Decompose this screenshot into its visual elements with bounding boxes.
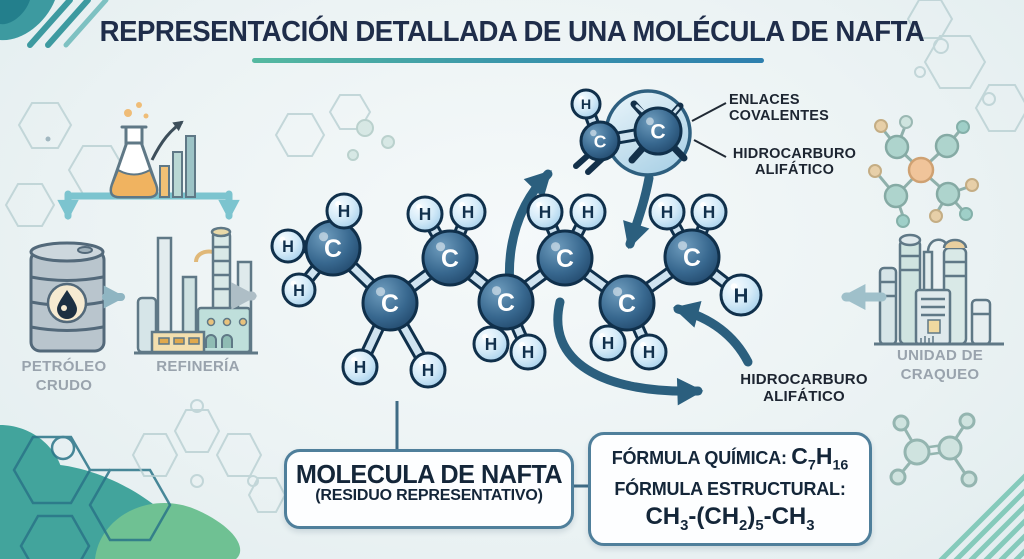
hydrogen-atom: H <box>589 324 627 362</box>
title-underline <box>252 58 764 63</box>
svg-text:C: C <box>381 291 399 318</box>
hydrogen-atom: H <box>630 333 668 371</box>
svg-text:H: H <box>419 204 432 224</box>
aliphatic-callout-bottom: HIDROCARBURO ALIFÁTICO <box>730 371 878 405</box>
svg-text:C: C <box>324 236 342 263</box>
hydrogen-atom: H <box>648 193 686 231</box>
naphtha-molecule-box: MOLECULA DE NAFTA (RESIDUO REPRESENTATIV… <box>284 449 574 529</box>
svg-text:C: C <box>594 131 607 151</box>
chemical-formula-label: FÓRMULA QUÍMICA: <box>611 448 787 468</box>
naphtha-box-subtitle: (RESIDUO REPRESENTATIVO) <box>315 487 543 504</box>
aliphatic-top-line1: HIDROCARBURO <box>732 146 857 162</box>
covalent-bonds-callout: ENLACES COVALENTES <box>729 92 830 125</box>
carbon-atom: C <box>477 273 535 331</box>
crude-oil-barrel-icon <box>29 241 106 353</box>
formula-box: FÓRMULA QUÍMICA: C7H16 FÓRMULA ESTRUCTUR… <box>588 432 872 546</box>
svg-text:C: C <box>618 291 636 318</box>
hydrogen-atom: H <box>472 325 510 363</box>
naphtha-box-title: MOLECULA DE NAFTA <box>295 459 563 489</box>
hydrogen-atom: H <box>406 195 444 233</box>
svg-text:H: H <box>703 202 716 222</box>
svg-text:C: C <box>650 121 665 144</box>
hydrogen-atom: H <box>325 192 363 230</box>
carbon-atom: C <box>536 229 594 287</box>
structural-formula-value: CH3-(CH2)5-CH3 <box>645 502 815 534</box>
cracking-unit-label-line2: CRAQUEO <box>900 365 980 383</box>
crude-oil-label-line2: CRUDO <box>35 376 93 394</box>
svg-text:C: C <box>497 290 515 317</box>
corner-decoration-top-left <box>0 0 109 48</box>
aliphatic-top-line2: ALIFÁTICO <box>754 161 835 178</box>
hydrogen-atom: H <box>690 193 728 231</box>
hydrogen-atom: H <box>570 88 602 120</box>
decorative-molecule-top-right <box>868 115 979 228</box>
decorative-molecule-bottom-right <box>889 412 978 488</box>
carbon-atom: C <box>663 228 721 286</box>
corner-decoration-bottom-right <box>889 412 1024 559</box>
hydrogen-atom: H <box>569 193 607 231</box>
svg-text:C: C <box>683 245 701 272</box>
refinery-label: REFINERÍA <box>156 358 240 375</box>
corner-decoration-bottom-left <box>0 425 241 559</box>
hydrogen-atom: H <box>409 351 447 389</box>
cracking-unit-icon <box>874 233 1004 346</box>
aliphatic-callout-top: HIDROCARBURO ALIFÁTICO <box>722 146 867 179</box>
hydrogen-atom: H <box>526 193 564 231</box>
carbon-atom: C <box>598 274 656 332</box>
hydrogen-atom: H <box>270 228 306 264</box>
svg-text:H: H <box>539 202 552 222</box>
covalent-bonds-line2: COVALENTES <box>729 107 830 124</box>
chemical-formula-value: C7H16 <box>791 443 849 474</box>
structural-formula-label: FÓRMULA ESTRUCTURAL: <box>614 478 846 499</box>
covalent-bonds-line1: ENLACES <box>729 92 800 108</box>
cracking-unit-label-line1: UNIDAD DE <box>896 347 984 364</box>
svg-text:H: H <box>582 202 595 222</box>
svg-text:H: H <box>485 334 498 354</box>
svg-text:H: H <box>354 357 367 377</box>
carbon-atom: C <box>361 274 419 332</box>
hydrogen-atom: H <box>341 348 379 386</box>
svg-text:C: C <box>441 246 459 273</box>
crude-oil-label: PETRÓLEO CRUDO <box>8 358 120 396</box>
aliphatic-bottom-line1: HIDROCARBURO <box>740 371 868 388</box>
svg-text:H: H <box>734 285 749 307</box>
hydrogen-atom: H <box>281 272 317 308</box>
svg-text:H: H <box>643 342 656 362</box>
flow-arrows <box>102 282 887 310</box>
chemical-formula-line: FÓRMULA QUÍMICA: C7H16 <box>612 445 849 473</box>
svg-text:H: H <box>581 97 591 113</box>
crude-oil-label-line1: PETRÓLEO <box>21 358 107 375</box>
hydrogen-atom: H <box>449 193 487 231</box>
svg-text:H: H <box>522 342 535 362</box>
carbon-atom: C <box>633 106 683 156</box>
svg-text:H: H <box>338 201 351 221</box>
carbon-atom: C <box>304 219 362 277</box>
hydrogen-atom: H <box>509 333 547 371</box>
svg-text:H: H <box>293 282 305 300</box>
aliphatic-bottom-line2: ALIFÁTICO <box>763 387 845 405</box>
svg-text:H: H <box>462 202 475 222</box>
svg-text:H: H <box>422 360 435 380</box>
svg-text:H: H <box>282 238 294 256</box>
carbon-atom: C <box>579 120 621 162</box>
hydrogen-atom: H <box>719 273 763 317</box>
page-title: REPRESENTACIÓN DETALLADA DE UNA MOLÉCULA… <box>99 16 925 48</box>
svg-text:C: C <box>556 246 574 273</box>
callout-leader-lines <box>691 102 727 158</box>
svg-text:H: H <box>661 202 674 222</box>
flask-chart-icon <box>109 102 196 199</box>
decorative-structures <box>4 0 1024 513</box>
carbon-atom: C <box>421 229 479 287</box>
svg-text:H: H <box>602 333 615 353</box>
cracking-unit-label: UNIDAD DE CRAQUEO <box>874 347 1006 385</box>
